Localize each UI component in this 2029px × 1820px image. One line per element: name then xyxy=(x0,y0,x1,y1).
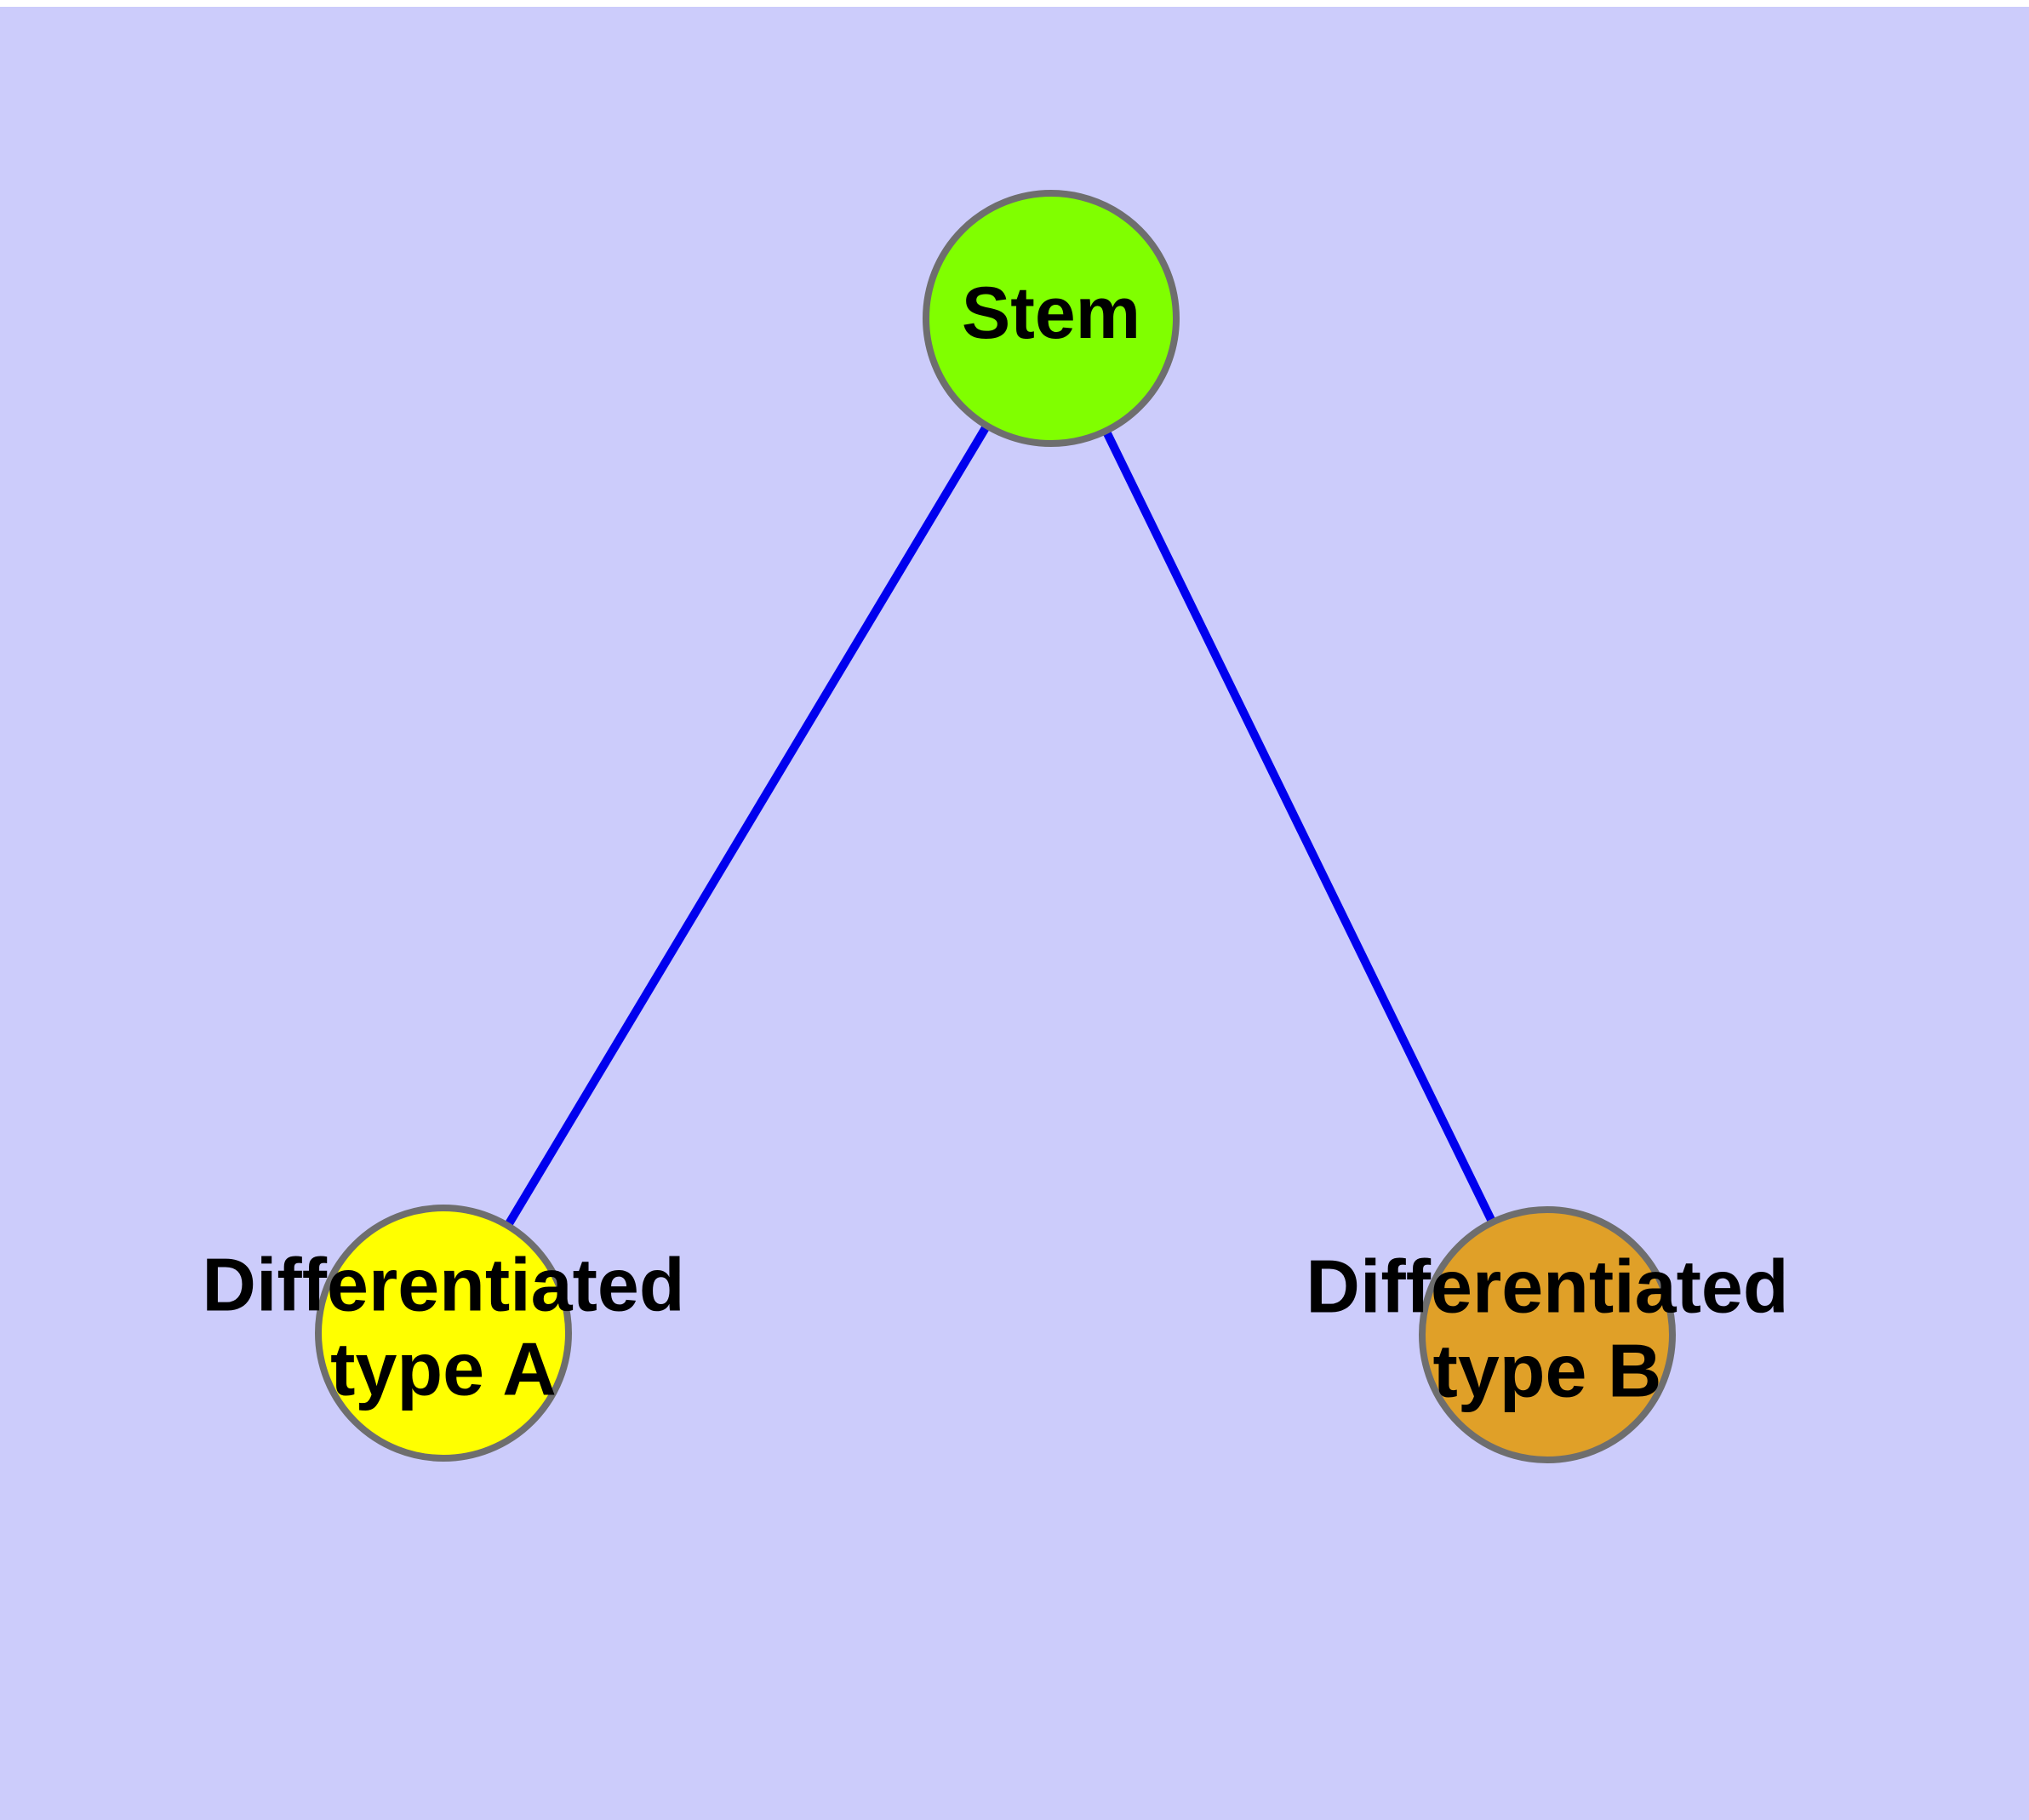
edges-layer xyxy=(439,316,1552,1337)
edge-stem-to-differentiated-type-b[interactable] xyxy=(1047,316,1552,1337)
node-label-line: type B xyxy=(1433,1329,1662,1413)
node-circle-differentiated-type-b[interactable] xyxy=(1419,1206,1676,1463)
edge-stem-to-differentiated-type-a[interactable] xyxy=(439,316,1055,1336)
node-label-line: Differentiated xyxy=(202,1243,684,1327)
node-label-line: type A xyxy=(330,1327,557,1411)
node-circle-stem[interactable] xyxy=(923,190,1180,447)
node-label-line: Differentiated xyxy=(1306,1245,1788,1329)
nodes-layer xyxy=(315,190,1676,1463)
node-circle-differentiated-type-a[interactable] xyxy=(315,1205,572,1462)
node-label-line: Stem xyxy=(962,272,1140,354)
node-label-stem: Stem xyxy=(962,272,1140,354)
